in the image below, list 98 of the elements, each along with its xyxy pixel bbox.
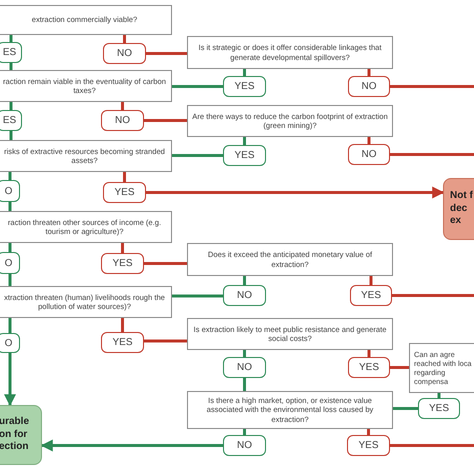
connector-line — [390, 153, 474, 156]
answer-label: O — [4, 338, 12, 348]
answer-label: YES — [428, 403, 449, 414]
answer-label: NO — [115, 115, 130, 126]
connector-line — [243, 429, 246, 435]
answer-pill — [223, 357, 266, 378]
outcome-box — [443, 178, 474, 240]
question-box — [0, 70, 172, 102]
connector-line — [121, 243, 124, 253]
answer-label: NO — [237, 362, 252, 373]
connector-line — [144, 340, 187, 342]
arrow — [146, 186, 444, 198]
answer-pill — [0, 180, 20, 202]
outcome-box — [0, 405, 42, 465]
answer-pill — [101, 253, 144, 274]
answer-label: YES — [358, 440, 378, 451]
connector-line — [390, 444, 474, 447]
question-box — [187, 391, 393, 429]
answer-pill — [0, 252, 20, 274]
answer-pill — [223, 435, 266, 456]
answer-label: YES — [360, 290, 381, 301]
connector-line — [243, 350, 246, 357]
connector-line — [10, 63, 12, 70]
connector-line — [390, 366, 409, 369]
answer-label: ES — [2, 115, 16, 126]
answer-label: NO — [237, 290, 252, 301]
answer-label: O — [4, 186, 12, 196]
answer-pill — [101, 332, 144, 353]
answer-pill — [347, 435, 390, 456]
connector-line — [10, 131, 12, 140]
connector-line — [8, 274, 12, 286]
connector-line — [172, 294, 223, 298]
answer-pill — [0, 110, 22, 131]
question-box — [0, 140, 172, 172]
connector-line — [8, 243, 12, 252]
connector-line — [438, 393, 440, 398]
answer-label: YES — [234, 81, 254, 92]
outcome-text: Not f dec ex — [450, 190, 474, 228]
question-box — [0, 286, 172, 318]
answer-pill — [223, 285, 266, 306]
connector-line — [121, 318, 124, 332]
connector-line — [146, 52, 187, 55]
connector-line — [367, 429, 370, 435]
answer-label: YES — [114, 187, 134, 198]
answer-label: NO — [362, 149, 376, 160]
answer-pill — [350, 285, 392, 306]
question-box — [187, 318, 393, 350]
connector-line — [370, 276, 372, 285]
answer-label: YES — [358, 362, 379, 373]
connector-line — [172, 154, 223, 157]
connector-line — [390, 85, 474, 88]
answer-pill — [223, 145, 266, 166]
connector-line — [123, 172, 126, 182]
answer-pill — [103, 43, 146, 64]
question-box — [0, 5, 172, 35]
question-box — [0, 211, 172, 243]
connector-line — [144, 262, 187, 265]
connector-line — [243, 276, 246, 285]
connector-line — [10, 35, 12, 42]
answer-label: NO — [237, 440, 252, 451]
connector-line — [243, 69, 246, 76]
answer-label: YES — [112, 337, 132, 348]
arrow — [40, 440, 223, 452]
connector-line — [393, 407, 418, 410]
connector-line — [243, 137, 246, 145]
answer-pill — [348, 357, 390, 378]
question-box — [187, 105, 393, 137]
answer-label: ES — [2, 47, 16, 58]
connector-line — [10, 102, 12, 110]
connector-line — [392, 294, 474, 297]
connector-line — [144, 119, 187, 122]
connector-line — [368, 350, 370, 357]
answer-pill — [348, 76, 390, 97]
arrow — [4, 353, 16, 406]
answer-label: YES — [234, 150, 254, 161]
connector-line — [8, 202, 12, 211]
connector-line — [368, 137, 370, 144]
connector-line — [8, 318, 12, 333]
answer-pill — [418, 398, 460, 419]
question-box — [409, 343, 474, 393]
answer-pill — [101, 110, 144, 131]
question-box — [187, 36, 393, 69]
question-box — [187, 243, 393, 276]
connector-line — [172, 85, 223, 88]
connector-line — [368, 69, 370, 76]
answer-label: NO — [362, 81, 376, 92]
connector-line — [8, 172, 12, 180]
connector-line — [123, 35, 126, 43]
connector-line — [121, 102, 124, 110]
answer-pill — [348, 144, 390, 165]
answer-label: YES — [112, 258, 132, 269]
answer-label: O — [4, 258, 12, 268]
connector-line — [243, 378, 246, 391]
answer-pill — [103, 182, 146, 203]
answer-pill — [0, 42, 22, 63]
answer-pill — [223, 76, 266, 97]
answer-pill — [0, 333, 20, 353]
answer-label: NO — [117, 48, 132, 59]
